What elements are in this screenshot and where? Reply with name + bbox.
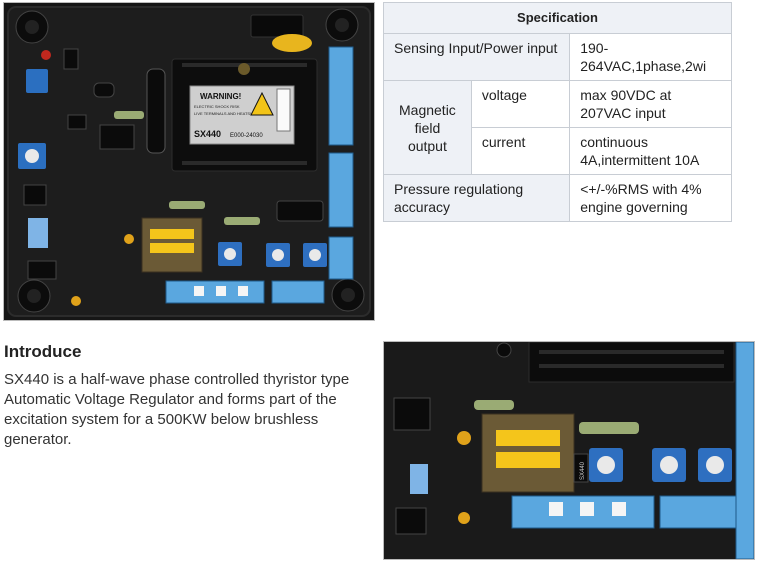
spec-voltage-label: voltage bbox=[470, 80, 571, 128]
product-photo-detail: SX440 bbox=[383, 341, 755, 560]
board-warning-line2: LIVE TERMINALS AND HEATSINK bbox=[194, 111, 257, 116]
spec-sensing-value: 190-264VAC,1phase,2wi bbox=[569, 33, 732, 81]
board-warning-line1: ELECTRIC SHOCK RISK bbox=[194, 104, 240, 109]
avr-board-closeup-illustration: SX440 bbox=[384, 342, 754, 559]
spec-current-value: continuous 4A,intermittent 10A bbox=[569, 127, 732, 175]
spec-field-label: Magnetic field output bbox=[383, 80, 472, 175]
board-part-code: E000-24030 bbox=[230, 133, 263, 139]
warning-triangle-icon bbox=[250, 91, 274, 116]
spec-sensing-label: Sensing Input/Power input bbox=[382, 33, 571, 81]
board-model-text: SX440 bbox=[194, 129, 221, 139]
board-warning-title: WARNING! bbox=[200, 92, 241, 101]
avr-board-illustration: WARNING! ELECTRIC SHOCK RISK LIVE TERMIN… bbox=[4, 3, 374, 320]
spec-current-label: current bbox=[470, 127, 571, 175]
specification-table: Specification Sensing Input/Power input … bbox=[382, 2, 732, 222]
spec-voltage-value: max 90VDC at 207VAC input bbox=[569, 80, 732, 128]
product-photo-main: WARNING! ELECTRIC SHOCK RISK LIVE TERMIN… bbox=[3, 2, 375, 321]
intro-paragraph: SX440 is a half-wave phase controlled th… bbox=[4, 371, 350, 448]
intro-heading: Introduce bbox=[4, 342, 82, 361]
closeup-model-text: SX440 bbox=[580, 461, 586, 480]
spec-accuracy-label: Pressure regulationg accuracy bbox=[382, 174, 571, 222]
spec-title: Specification bbox=[383, 2, 732, 34]
spec-accuracy-value: <+/-%RMS with 4% engine governing bbox=[569, 174, 732, 222]
